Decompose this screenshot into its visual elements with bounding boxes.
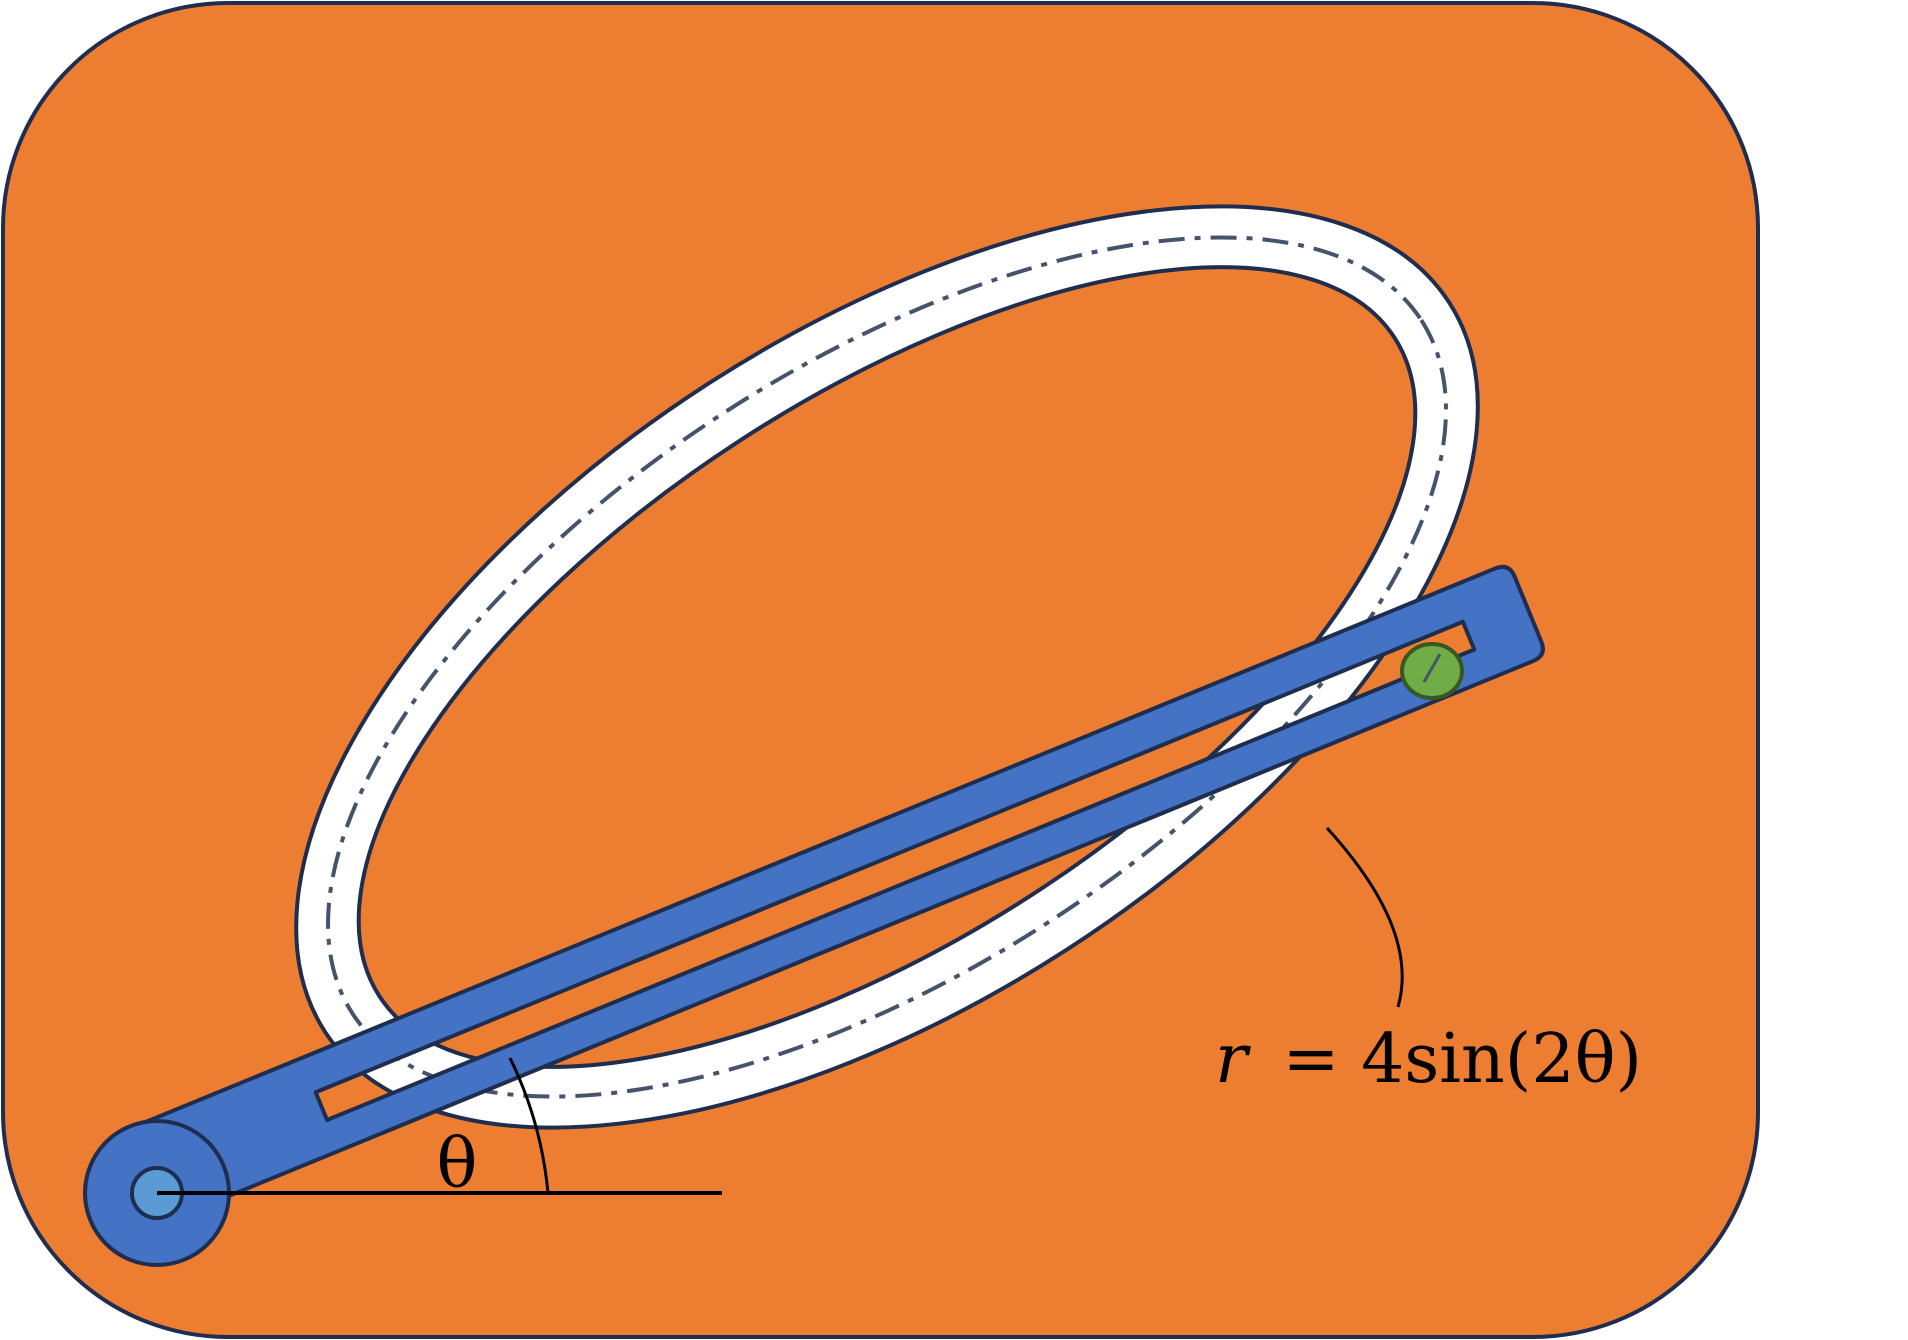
equation-rhs: = 4sin(2θ) [1283, 1020, 1643, 1099]
curve-centerline [326, 235, 1448, 1099]
track-inner-edge [356, 265, 1418, 1069]
equation-leader [1325, 826, 1404, 1008]
angle-label: θ [437, 1125, 478, 1204]
angle-arc [508, 1057, 550, 1194]
follower-centerline-mark [1422, 653, 1442, 683]
slot-shadow [525, 648, 1475, 1040]
equation-variable: r [1215, 1020, 1251, 1099]
slotted-arm [128, 564, 1545, 1223]
curve-equation: r = 4sin(2θ) [1215, 1020, 1642, 1099]
